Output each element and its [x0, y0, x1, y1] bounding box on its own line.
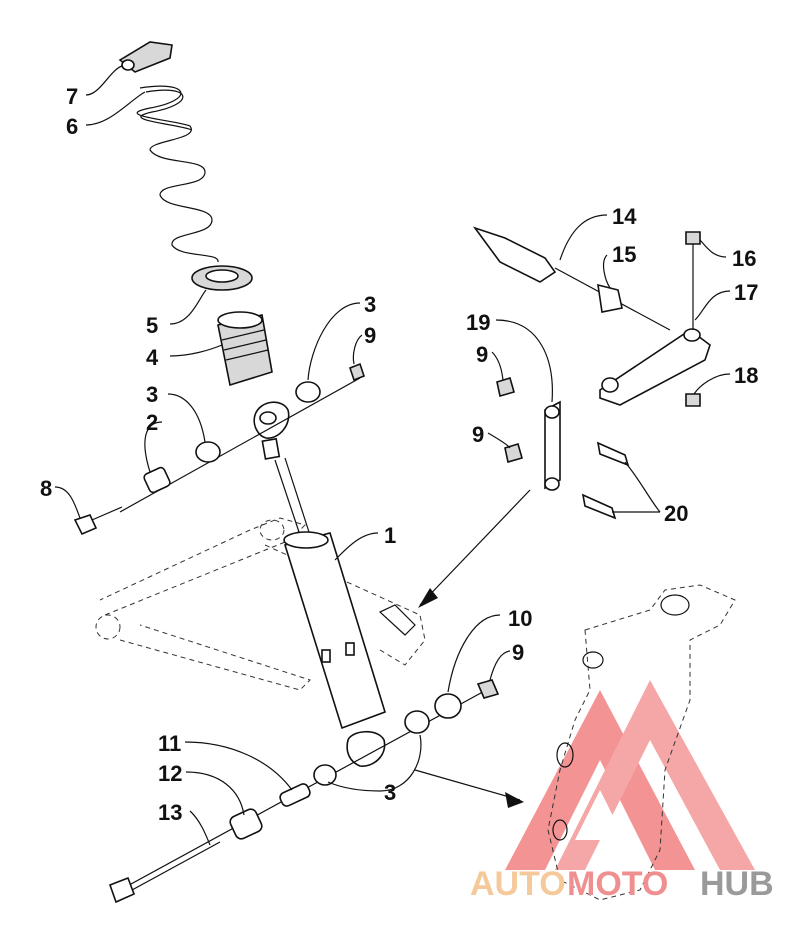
- callout-9: 9: [512, 640, 524, 665]
- callout-15: 15: [612, 242, 636, 267]
- spring-retainer: [191, 265, 253, 291]
- watermark-word-hub: HUB: [700, 865, 774, 903]
- callout-9: 9: [472, 422, 484, 447]
- callout-11: 11: [158, 731, 181, 756]
- callout-1: 1: [384, 523, 396, 548]
- callout-7: 7: [66, 84, 78, 109]
- callout-17: 17: [734, 280, 758, 305]
- callout-19: 19: [466, 310, 490, 335]
- callout-4: 4: [146, 345, 159, 370]
- callout-9: 9: [364, 323, 376, 348]
- sway-linkage: [472, 226, 711, 520]
- callout-3: 3: [364, 292, 376, 317]
- watermark-logo: [505, 680, 755, 870]
- callout-16: 16: [732, 246, 756, 271]
- watermark-word-moto: MOTO: [567, 865, 668, 903]
- callout-10: 10: [508, 606, 532, 631]
- callout-5: 5: [146, 313, 158, 338]
- a-arm-outline: [95, 517, 426, 691]
- shock-absorber: [253, 401, 386, 767]
- lower-mount-hardware: [108, 679, 500, 904]
- knuckle-outline: [547, 584, 736, 901]
- callout-6: 6: [66, 114, 78, 139]
- spring-cap: [118, 41, 173, 73]
- callout-20: 20: [664, 501, 688, 526]
- callout-labels: 7 6 5 4 3 2 8 3 9 1 10 9 11 12 13 3 14 1…: [40, 84, 758, 825]
- callout-14: 14: [612, 204, 637, 229]
- callout-leaders: [54, 65, 731, 846]
- callout-2: 2: [146, 410, 158, 435]
- callout-9: 9: [476, 342, 488, 367]
- assembly-arrows: [414, 489, 531, 808]
- watermark-word-auto: AUTO: [470, 865, 566, 903]
- callout-3: 3: [146, 382, 158, 407]
- callout-8: 8: [40, 476, 52, 501]
- watermark-text: AUTO MOTO HUB: [470, 865, 774, 903]
- callout-18: 18: [734, 363, 758, 388]
- upper-mount-hardware: [73, 362, 365, 536]
- callout-13: 13: [158, 800, 182, 825]
- callout-3: 3: [384, 780, 396, 805]
- callout-12: 12: [158, 761, 182, 786]
- collar: [217, 311, 273, 387]
- coil-spring: [136, 85, 219, 263]
